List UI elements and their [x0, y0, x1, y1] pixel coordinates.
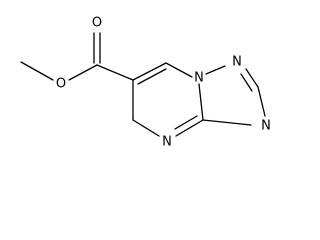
ring-bond-n1-c8a — [198, 83, 204, 121]
ring-bond-c7-n1 — [165, 62, 193, 78]
ring-bond-n8-c5 — [132, 119, 160, 137]
ring-bond-c6-c7 — [132, 62, 167, 81]
chemical-structure: O O N N N N — [20, 16, 271, 150]
ring-bond-c8a-n8-inner — [174, 115, 198, 130]
methyl-bond — [20, 61, 54, 81]
bridgehead-nitrogen-label: N — [194, 71, 204, 86]
triazole-bond-n4-c8a — [202, 119, 252, 126]
carbonyl-oxygen-label: O — [92, 16, 102, 31]
ring-bond-c8a-n8 — [175, 119, 204, 137]
triazole-nitrogen-4-label: N — [261, 119, 271, 134]
triazole-nitrogen-2-label: N — [232, 55, 242, 70]
carbonyl-to-ring-bond — [96, 64, 134, 81]
ring-bond-c6-c7-inner — [137, 68, 167, 85]
pyrimidine-nitrogen-label: N — [162, 135, 172, 150]
triazole-bond-c3-n4 — [257, 86, 266, 117]
triazole-bond-n2-c3-inner — [240, 73, 253, 92]
triazole-bond-n1-n2 — [205, 65, 226, 75]
ester-oxygen-label: O — [56, 77, 66, 92]
ester-o-carbonyl-bond — [68, 64, 98, 81]
triazole-bond-n2-c3 — [245, 68, 259, 88]
